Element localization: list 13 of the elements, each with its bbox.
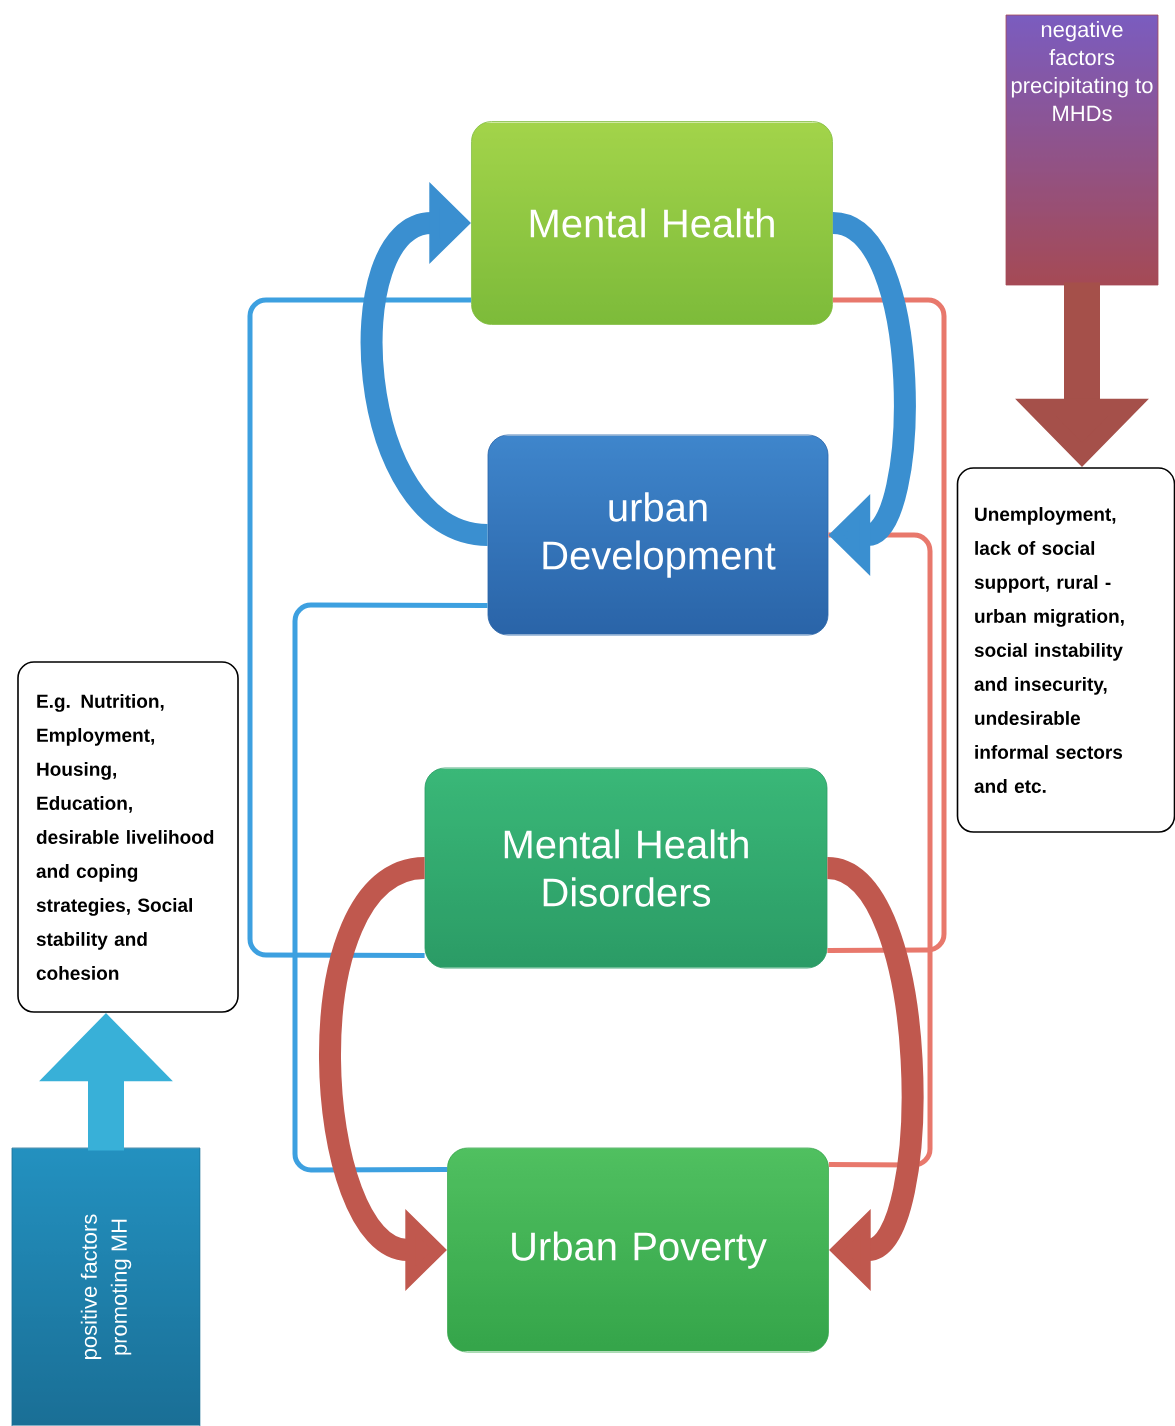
label-box: negative factors precipitating to MHDs xyxy=(1005,14,1159,286)
process-box: Mental Health Disorders xyxy=(424,767,828,969)
curved-arrow xyxy=(824,857,924,1291)
process-box: urban Development xyxy=(487,434,829,636)
connector-line xyxy=(827,297,947,953)
process-box: Urban Poverty xyxy=(447,1147,829,1353)
connector-line xyxy=(292,602,488,1173)
connector-line xyxy=(828,532,933,1168)
note-box: Unemployment, lack of social support, rural - urban migration, social instability and insecurity, undesirable informal sectors and etc. xyxy=(956,467,1175,833)
process-box: Mental Health xyxy=(471,121,833,325)
label-box: positive factors promoting MH xyxy=(11,1147,201,1426)
connector-line xyxy=(247,297,472,958)
note-box: E.g. Nutrition, Employment, Housing, Education, desirable livelihood and coping strategies, Social stability and cohesion xyxy=(17,661,239,1013)
